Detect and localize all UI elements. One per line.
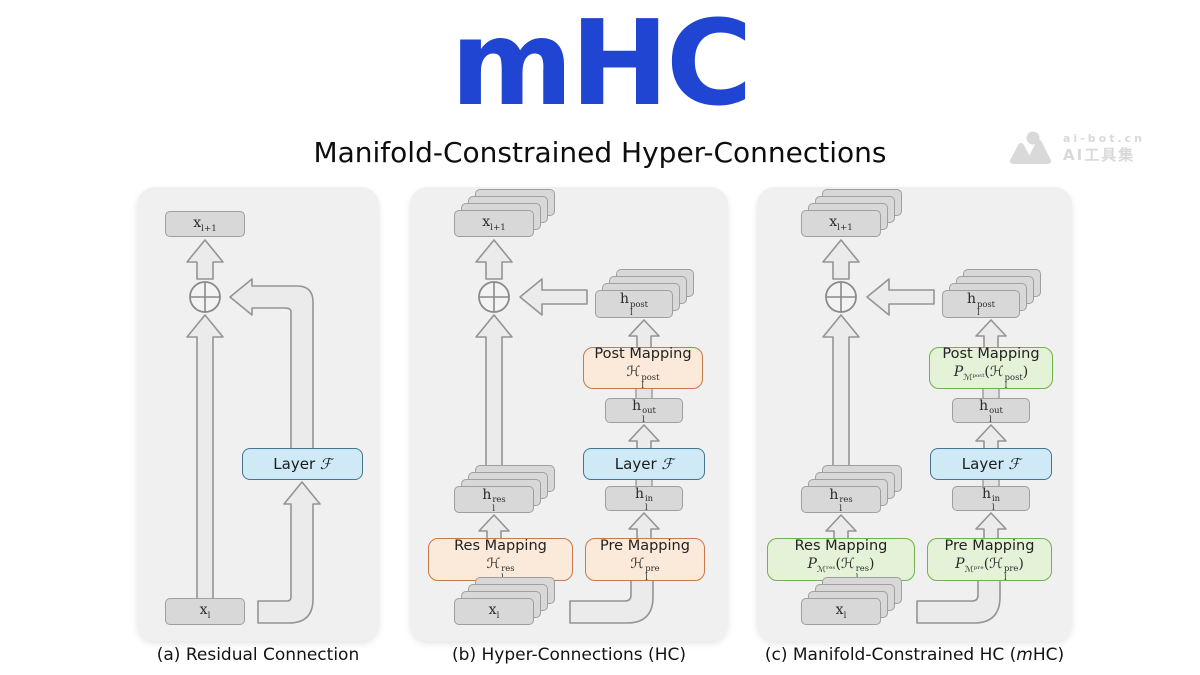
watermark: ai-bot.cn AI工具集: [1008, 130, 1145, 166]
x-input-box: xl: [165, 598, 245, 625]
x-next-stack: xl+1: [801, 189, 902, 237]
res-to-hres-arrow: [825, 514, 857, 541]
layer-input-pipe: [257, 481, 321, 624]
page-title: mHC: [450, 0, 752, 132]
watermark-site: ai-bot.cn: [1063, 131, 1145, 145]
panel-residual-connection: xl+1 Layer ℱ xl: [137, 187, 379, 641]
left-arrow: [519, 278, 588, 316]
layer-output-pipe: [229, 278, 314, 450]
skip-pipe: [916, 578, 1001, 624]
x-next-stack: xl+1: [454, 189, 555, 237]
residual-up-arrow: [475, 314, 513, 488]
stack-front: xl: [454, 598, 534, 625]
watermark-brand: AI工具集: [1063, 145, 1136, 164]
res-mapping-box: Res Mapping ℋresl: [428, 538, 573, 581]
x-input-stack: xl: [454, 577, 555, 625]
left-arrow: [866, 278, 935, 316]
caption-b: (b) Hyper-Connections (HC): [452, 645, 686, 665]
pre-to-hin-arrow: [628, 512, 660, 541]
up-arrow: [822, 239, 860, 280]
pre-to-hin-arrow: [975, 512, 1007, 541]
panel-b-shapes: [475, 239, 660, 624]
res-mapping-box: Res Mapping Pℳʳᵉˢ(ℋresl): [767, 538, 915, 581]
residual-up-arrow: [822, 314, 860, 488]
layer-to-hout-arrow: [628, 424, 660, 451]
layer-box: Layer ℱ: [583, 448, 705, 480]
layer-box: Layer ℱ: [930, 448, 1052, 480]
panel-a-shapes: [186, 239, 321, 624]
caption-c: (c) Manifold-Constrained HC (mHC): [764, 645, 1065, 665]
post-to-hpost-arrow: [975, 319, 1007, 350]
post-to-hpost-arrow: [628, 319, 660, 350]
stack-front: xl+1: [454, 210, 534, 237]
x-next-box: xl+1: [165, 211, 245, 237]
up-arrow: [475, 239, 513, 280]
layer-box: Layer ℱ: [242, 448, 363, 480]
up-arrow: [186, 239, 224, 280]
stack-front: xl: [801, 598, 881, 625]
layer-to-hout-arrow: [975, 424, 1007, 451]
stack-front: xl+1: [801, 210, 881, 237]
x-input-stack: xl: [801, 577, 902, 625]
caption-a: (a) Residual Connection: [156, 645, 360, 665]
page-subtitle: Manifold-Constrained Hyper-Connections: [313, 136, 887, 169]
residual-up-arrow: [186, 314, 224, 600]
watermark-logo-icon: [1010, 131, 1051, 164]
res-to-hres-arrow: [478, 514, 510, 541]
skip-pipe: [569, 578, 654, 624]
